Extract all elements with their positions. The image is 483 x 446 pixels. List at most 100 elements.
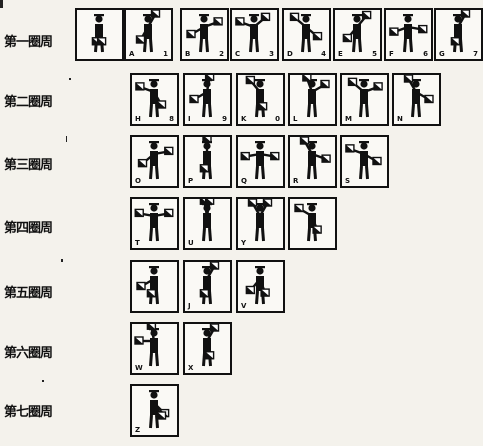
signal-letter: Y (241, 239, 246, 247)
signal-cell (130, 260, 179, 313)
signal-number: 9 (222, 115, 227, 123)
signal-number: 8 (169, 115, 174, 123)
flag-signaler-figure-icon (77, 10, 122, 59)
signal-cell: H8 (130, 73, 179, 126)
cell-caption: Y (238, 239, 283, 247)
print-speck (61, 259, 63, 262)
signal-cell: Q (236, 135, 285, 188)
signal-letter: C (235, 50, 240, 58)
cell-caption: T (132, 239, 177, 247)
signal-cell: X (183, 322, 232, 375)
signal-cell: J (183, 260, 232, 313)
signal-cell: O (130, 135, 179, 188)
signal-letter: T (135, 239, 140, 247)
cell-caption: Z (132, 426, 177, 434)
signal-cell: R (288, 135, 337, 188)
signal-letter: X (188, 364, 193, 372)
cell-caption: I9 (185, 115, 230, 123)
signal-letter: M (345, 115, 352, 123)
signal-letter: R (293, 177, 298, 185)
signal-letter: O (135, 177, 141, 185)
signal-letter: D (287, 50, 293, 58)
row-label-4: 第四圈周 (4, 218, 66, 240)
signal-number: 3 (269, 50, 274, 58)
signal-letter: A (129, 50, 134, 58)
signal-letter: Q (241, 177, 247, 185)
cell-caption: Q (238, 177, 283, 185)
row-label-6: 第六圈周 (4, 343, 66, 365)
signal-letter: N (397, 115, 403, 123)
cell-caption: V (238, 302, 283, 310)
signal-number: 5 (372, 50, 377, 58)
signal-number: 1 (163, 50, 168, 58)
cell-caption: J (185, 302, 230, 310)
signal-letter: G (439, 50, 445, 58)
signal-cell: V (236, 260, 285, 313)
signal-letter: L (293, 115, 297, 123)
signal-cell: P (183, 135, 232, 188)
signal-cell: M (340, 73, 389, 126)
signal-letter: J (188, 302, 191, 310)
signal-cell: N (392, 73, 441, 126)
signal-cell (75, 8, 124, 61)
print-speck (0, 0, 3, 8)
row-label-7: 第七圈周 (4, 402, 66, 424)
signal-number: 2 (219, 50, 224, 58)
row-label-2: 第二圈周 (4, 92, 66, 114)
signal-number: 4 (321, 50, 326, 58)
signal-letter: F (389, 50, 394, 58)
signal-cell: Z (130, 384, 179, 437)
signal-number: 7 (473, 50, 478, 58)
row-label-3: 第三圈周 (4, 155, 66, 177)
flag-signaler-figure-icon (290, 199, 335, 248)
cell-caption: M (342, 115, 387, 123)
print-speck (69, 78, 71, 80)
signal-letter: B (185, 50, 190, 58)
row-label-1: 第一圈周 (4, 32, 66, 54)
cell-caption: U (185, 239, 230, 247)
signal-letter: P (188, 177, 193, 185)
flag-signaler-figure-icon (132, 262, 177, 311)
cell-caption: N (394, 115, 439, 123)
signal-cell: S (340, 135, 389, 188)
signal-letter: W (135, 364, 143, 372)
print-speck (66, 136, 67, 142)
signal-letter: V (241, 302, 246, 310)
cell-caption: R (290, 177, 335, 185)
cell-caption: S (342, 177, 387, 185)
signal-cell: Y (236, 197, 285, 250)
cell-caption: W (132, 364, 177, 372)
signal-cell: U (183, 197, 232, 250)
signal-cell: W (130, 322, 179, 375)
print-speck (42, 380, 44, 382)
signal-letter: S (345, 177, 350, 185)
cell-caption: G7 (436, 50, 481, 58)
signal-letter: Z (135, 426, 140, 434)
signal-letter: E (338, 50, 343, 58)
cell-caption: O (132, 177, 177, 185)
signal-letter: U (188, 239, 194, 247)
row-label-5: 第五圈周 (4, 283, 66, 305)
signal-letter: I (188, 115, 191, 123)
signal-cell: T (130, 197, 179, 250)
signal-number: 0 (275, 115, 280, 123)
signal-number: 6 (423, 50, 428, 58)
signal-letter: K (241, 115, 246, 123)
cell-caption: P (185, 177, 230, 185)
signal-letter: H (135, 115, 141, 123)
